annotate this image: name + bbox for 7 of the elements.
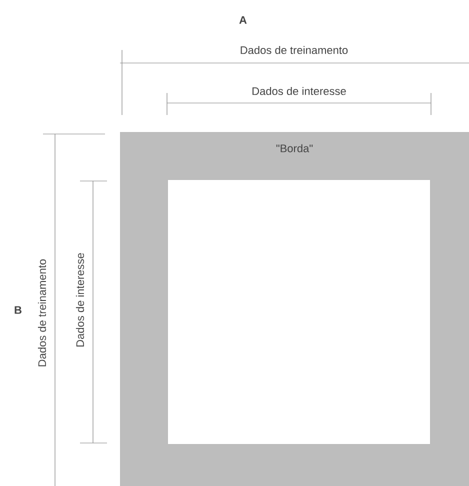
dimension-label: Dados de interesse: [76, 253, 84, 346]
dimension-label: B: [14, 306, 22, 314]
dimension-label: A: [239, 16, 247, 24]
inner-box: [168, 180, 430, 444]
dimension-label: Dados de treinamento: [38, 259, 46, 366]
dimension-label: Dados de treinamento: [240, 46, 348, 54]
dimension-label: Dados de interesse: [252, 86, 346, 96]
